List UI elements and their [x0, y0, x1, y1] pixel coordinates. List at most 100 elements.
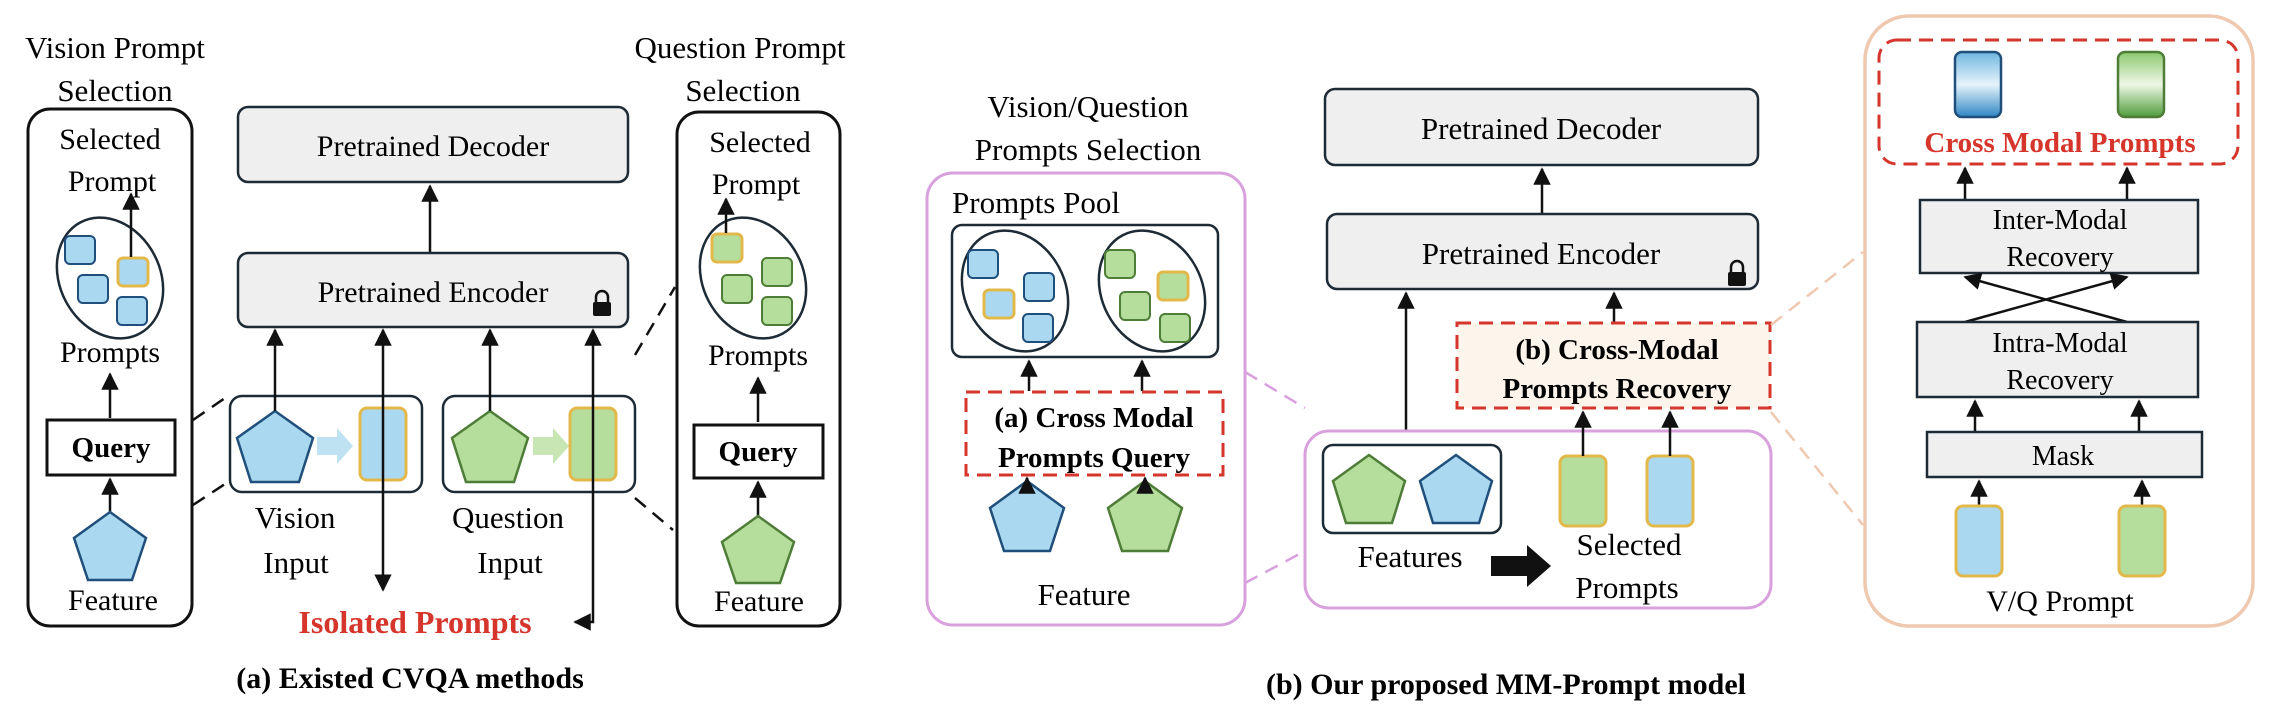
- question-feature-pentagon: [720, 514, 796, 585]
- zoom-line: [192, 394, 229, 422]
- mask-box: [1925, 430, 2204, 479]
- pretrained-encoder-box: [1325, 212, 1760, 291]
- caption-b: (b) Our proposed MM-Prompt model: [1266, 668, 1746, 701]
- question-pool-chip: [1119, 291, 1151, 321]
- selected-green-prompt: [1558, 454, 1608, 528]
- vision-feature-pentagon: [72, 510, 148, 582]
- vq-selection-title-1: Vision/Question: [987, 89, 1189, 124]
- vision-feature-pentagon: [988, 479, 1066, 553]
- cross-modal-prompts-query-box: [964, 390, 1225, 477]
- vision-pool-chip: [1023, 272, 1055, 302]
- question-prompt-chip: [761, 296, 793, 326]
- selected-prompts-label-2: Prompts: [1575, 570, 1678, 605]
- figure-a: Vision Prompt Selection Selected Prompt …: [25, 30, 846, 695]
- prompts-pool-label: Prompts Pool: [952, 185, 1120, 220]
- inter-modal-recovery-box: [1918, 198, 2200, 275]
- vision-input-label-1: Vision: [255, 500, 336, 535]
- pretrained-decoder-box: [1323, 87, 1760, 167]
- cross-modal-prompts-recovery-label-1: (b) Cross-Modal: [1515, 334, 1718, 366]
- vision-panel-title-1: Vision Prompt: [25, 30, 205, 65]
- zoom-line: [1770, 411, 1864, 526]
- vq-selection-title-2: Prompts Selection: [975, 132, 1202, 167]
- inter-modal-recovery-label-2: Recovery: [2006, 242, 2113, 273]
- blue-feature-pentagon: [1418, 453, 1494, 525]
- question-feature-pentagon: [1106, 479, 1184, 553]
- green-feature-pentagon: [1331, 453, 1407, 525]
- cross-modal-prompts-query-label-1: (a) Cross Modal: [994, 402, 1193, 434]
- lock-icon: [1728, 259, 1746, 286]
- vision-panel-title-2: Selection: [57, 73, 173, 108]
- features-to-prompts-arrow: [1491, 545, 1551, 587]
- vision-selected-prompt-1: Selected: [59, 123, 161, 156]
- cross-modal-blue-prompt: [1953, 50, 2003, 119]
- features-label: Features: [1357, 539, 1462, 574]
- vision-pool-chip: [1022, 313, 1054, 343]
- intra-modal-recovery-label-1: Intra-Modal: [1992, 328, 2128, 359]
- vq-prompt-label: V/Q Prompt: [1986, 585, 2134, 618]
- pretrained-encoder-box: [236, 251, 630, 329]
- question-prompt-chip: [761, 257, 793, 287]
- figure-b: Vision/Question Prompts Selection Prompt…: [925, 14, 2255, 701]
- question-transfer-arrow: [533, 428, 569, 464]
- vision-input-label-2: Input: [263, 545, 329, 580]
- question-prompts-label: Prompts: [708, 339, 808, 372]
- vision-selected-prompt-2: Prompt: [68, 165, 157, 198]
- zoom-line: [633, 286, 677, 356]
- question-input-label-1: Question: [452, 500, 564, 535]
- question-pool-chip: [1159, 313, 1191, 343]
- intra-modal-recovery-label-2: Recovery: [2006, 365, 2113, 396]
- question-feature-label: Feature: [714, 585, 804, 618]
- pretrained-encoder-label: Pretrained Encoder: [1422, 236, 1661, 271]
- question-selected-prompt-1: Selected: [709, 126, 811, 159]
- caption-a: (a) Existed CVQA methods: [236, 662, 584, 695]
- question-panel-title-2: Selection: [685, 73, 801, 108]
- question-prompt-chip-selected: [710, 232, 744, 264]
- question-pool-chip: [1104, 249, 1136, 279]
- cross-modal-prompts-recovery-label-2: Prompts Recovery: [1503, 373, 1732, 405]
- question-query-box: [692, 423, 825, 480]
- vision-prompts-label: Prompts: [60, 336, 160, 369]
- vision-prompt-chip-selected: [116, 256, 150, 288]
- selected-blue-prompt: [1645, 454, 1695, 528]
- question-prompt-chip: [721, 274, 753, 304]
- feature-label: Feature: [1038, 577, 1131, 612]
- zoom-line: [192, 480, 229, 507]
- pretrained-decoder-label: Pretrained Decoder: [317, 130, 549, 163]
- vq-blue-prompt: [1954, 504, 2004, 578]
- isolated-prompts-label: Isolated Prompts: [298, 604, 531, 640]
- inter-modal-recovery-label-1: Inter-Modal: [1993, 205, 2128, 236]
- question-pool-chip-selected: [1156, 270, 1190, 302]
- pretrained-decoder-box: [236, 105, 630, 184]
- vision-query-box: [45, 418, 177, 477]
- cross-modal-prompts-query-label-2: Prompts Query: [998, 442, 1190, 474]
- pretrained-decoder-label: Pretrained Decoder: [1421, 111, 1662, 146]
- intra-modal-recovery-box: [1915, 320, 2200, 399]
- question-input-label-2: Input: [477, 545, 543, 580]
- pretrained-encoder-label: Pretrained Encoder: [318, 276, 549, 309]
- cross-modal-prompts-label: Cross Modal Prompts: [1924, 127, 2195, 159]
- vision-prompt-chip: [77, 274, 109, 304]
- cross-arrow: [1963, 272, 2128, 324]
- vision-query-label: Query: [72, 432, 151, 464]
- question-panel-title-1: Question Prompt: [635, 30, 846, 65]
- vision-feature-label: Feature: [68, 584, 158, 617]
- selected-prompts-label-1: Selected: [1576, 527, 1682, 562]
- zoom-line: [1244, 370, 1306, 410]
- vision-prompt-chip: [116, 296, 148, 326]
- vision-input-pentagon: [235, 409, 315, 484]
- vision-pool-chip: [967, 249, 999, 279]
- mask-label: Mask: [2032, 441, 2094, 472]
- vision-prompt-chip: [64, 235, 96, 265]
- cross-modal-prompts-recovery-box: [1455, 321, 1772, 410]
- vq-green-prompt: [2117, 504, 2167, 578]
- lock-icon: [593, 289, 611, 316]
- question-input-pentagon: [450, 409, 530, 484]
- zoom-line: [634, 497, 674, 531]
- zoom-line: [1770, 251, 1864, 326]
- vision-pool-chip-selected: [982, 288, 1016, 320]
- zoom-line: [1244, 549, 1306, 585]
- question-query-label: Query: [719, 436, 798, 468]
- vision-transfer-arrow: [317, 428, 353, 464]
- question-selected-prompt-2: Prompt: [712, 168, 801, 201]
